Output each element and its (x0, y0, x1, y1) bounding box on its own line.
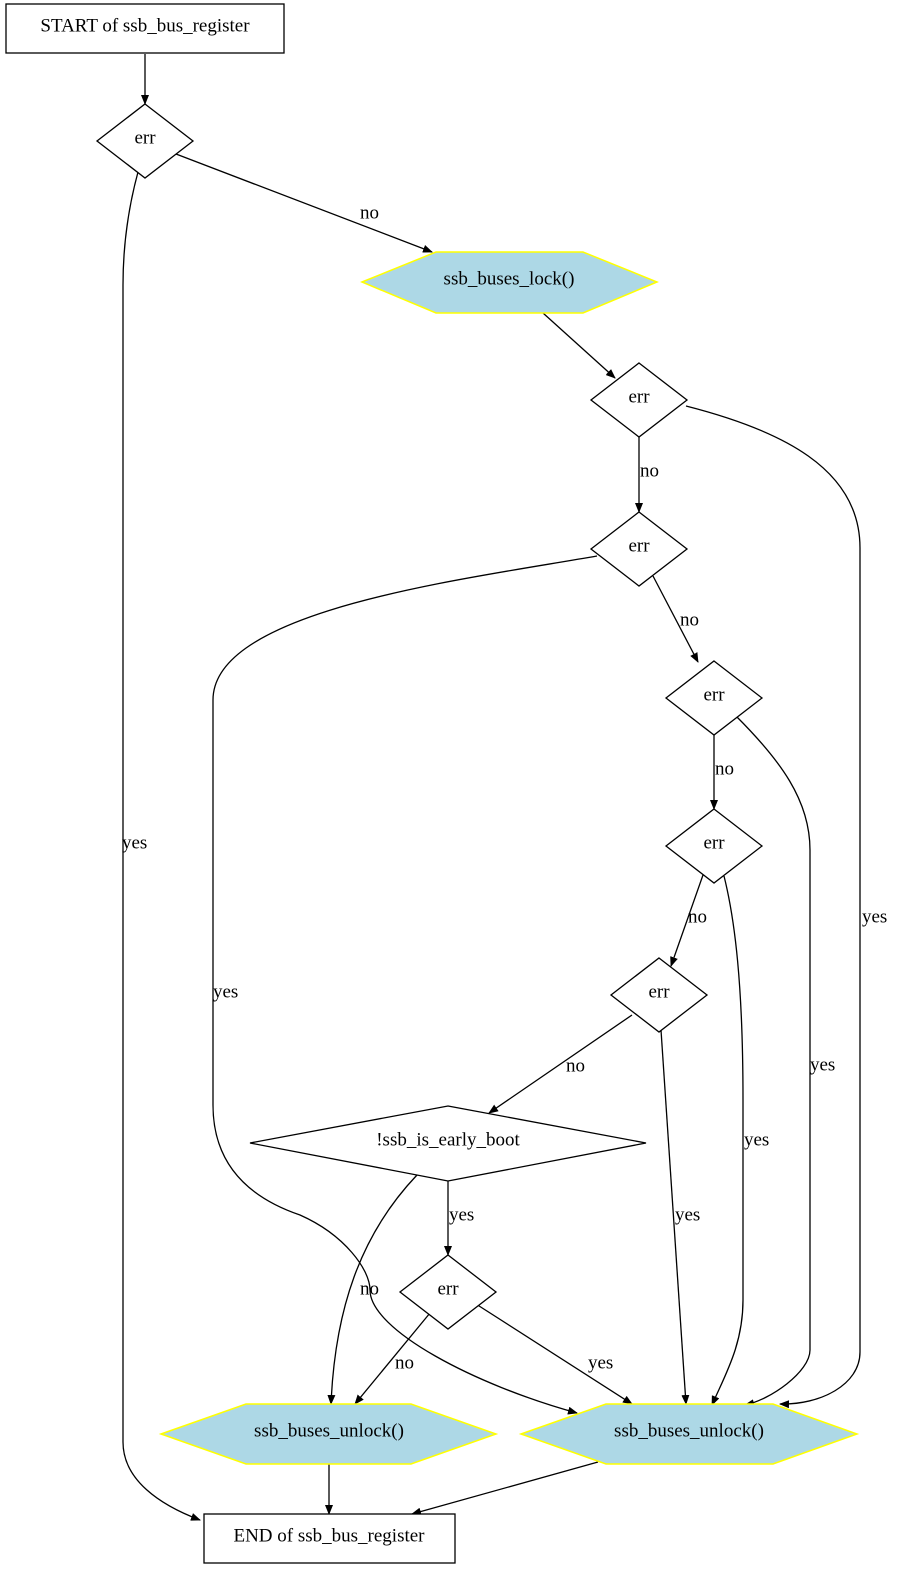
edge-label-err3-no: no (680, 610, 699, 631)
edge-err6-yes (660, 1029, 690, 1405)
edge-label-err7-yes: yes (588, 1353, 613, 1374)
err4-label: err (703, 685, 725, 706)
err2-label: err (628, 387, 650, 408)
edge-err1-no (175, 153, 433, 253)
edge-label-early-boot-no: no (360, 1279, 379, 1300)
edge-label-err6-no: no (566, 1056, 585, 1077)
edge-err7-yes (475, 1303, 633, 1405)
err5-decision: err (664, 808, 764, 884)
edge-label-err6-yes: yes (675, 1205, 700, 1226)
unlock-left-call-shape (158, 1403, 499, 1465)
lock-call-shape (360, 251, 659, 314)
early-boot-decision: !ssb_is_early_boot (249, 1105, 647, 1182)
err3-label: err (628, 536, 650, 557)
edge-err6-no (488, 1014, 633, 1114)
err5-label: err (703, 833, 725, 854)
edge-err5-yes (711, 875, 744, 1406)
edge-label-err1-yes: yes (122, 833, 147, 854)
start-label: START of ssb_bus_register (40, 16, 250, 37)
lock-call-node: ssb_buses_lock() (360, 251, 659, 314)
unlock-right-call-shape (518, 1403, 860, 1465)
unlock-right-call-node: ssb_buses_unlock() (518, 1403, 860, 1465)
edge-label-err2-no: no (640, 461, 659, 482)
edge-err3-no (652, 575, 699, 663)
edge-label-err3-yes: yes (213, 982, 238, 1003)
lock-call-label: ssb_buses_lock() (444, 269, 575, 290)
edge-err7-no (354, 1312, 431, 1405)
err1-decision: err (95, 103, 195, 179)
edge-err5-no (670, 874, 704, 967)
err4-decision: err (664, 660, 764, 736)
nodes: START of ssb_bus_register err ssb_buses_… (5, 3, 860, 1564)
unlock-right-call-label: ssb_buses_unlock() (614, 1421, 764, 1442)
err3-decision: err (589, 511, 689, 587)
err1-label: err (134, 128, 156, 149)
edge-err4-yes (735, 715, 811, 1408)
end-node: END of ssb_bus_register (203, 1513, 456, 1564)
edge-lock-to-err2 (542, 312, 616, 379)
edge-label-err4-no: no (715, 759, 734, 780)
edge-early-boot-no (327, 1174, 418, 1405)
edge-err1-yes (122, 171, 201, 1521)
edge-label-err7-no: no (395, 1353, 414, 1374)
err6-decision: err (609, 957, 709, 1033)
err2-decision: err (589, 362, 689, 438)
edges: no yes no yes no yes no yes no yes no (122, 54, 887, 1521)
unlock-left-call-label: ssb_buses_unlock() (254, 1421, 404, 1442)
edge-label-err5-yes: yes (744, 1130, 769, 1151)
edge-label-err4-yes: yes (810, 1055, 835, 1076)
edge-unlock-right-to-end (411, 1461, 599, 1516)
start-node: START of ssb_bus_register (5, 3, 285, 54)
edge-label-err2-yes: yes (862, 907, 887, 928)
edge-err3-yes (212, 555, 598, 1415)
edge-label-early-boot-yes: yes (449, 1205, 474, 1226)
edge-label-err5-no: no (688, 907, 707, 928)
edge-label-err1-no: no (360, 203, 379, 224)
early-boot-label: !ssb_is_early_boot (376, 1130, 520, 1151)
err6-label: err (648, 982, 670, 1003)
edge-err2-yes (685, 405, 861, 1409)
end-label: END of ssb_bus_register (233, 1526, 425, 1547)
err7-label: err (437, 1279, 459, 1300)
err7-decision: err (398, 1254, 498, 1330)
unlock-left-call-node: ssb_buses_unlock() (158, 1403, 499, 1465)
